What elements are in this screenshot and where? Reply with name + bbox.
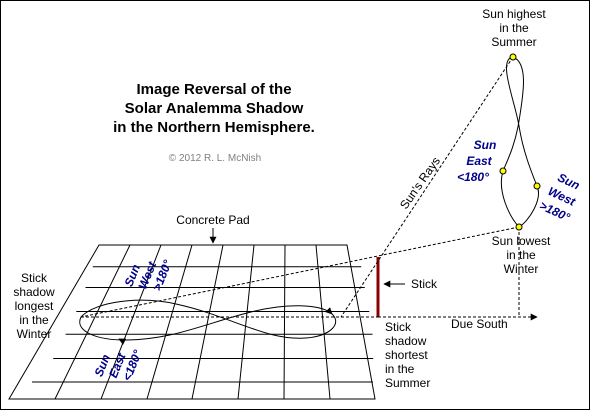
sky-east-line: <180°	[457, 170, 489, 184]
pad-grid-col	[100, 244, 162, 400]
sky-east-line: East	[466, 154, 492, 168]
stick-label: Stick	[411, 277, 438, 291]
shadow-longest-line: in the	[19, 313, 49, 327]
shadow-shortest-line: Stick	[385, 320, 412, 334]
title-line-3: in the Northern Hemisphere.	[113, 119, 315, 136]
due-south-label: Due South	[451, 317, 508, 331]
pad-grid-col	[237, 244, 255, 400]
pad-grid-col	[54, 244, 131, 400]
pad-grid-col	[315, 244, 331, 400]
title-line-1: Image Reversal of the	[136, 81, 291, 98]
sky-east-line: Sun	[474, 138, 497, 152]
shadow-longest-line: shadow	[13, 285, 55, 299]
shadow-longest-line: Winter	[17, 327, 52, 341]
sky-analemma	[501, 56, 539, 228]
sun-highest-line: Sun highest	[482, 7, 546, 21]
sun-highest-line: Summer	[491, 35, 536, 49]
sky-west-label: Sun West >180°	[537, 170, 582, 224]
sun-lowest-line: Winter	[504, 262, 539, 276]
ray-winter	[80, 226, 520, 318]
pad-outline	[8, 244, 376, 400]
copyright: © 2012 R. L. McNish	[169, 153, 261, 164]
shadow-longest-label: Stick shadow longest in the Winter	[13, 271, 55, 341]
shadow-shortest-label: Stick shadow shortest in the Summer	[385, 320, 430, 390]
ray-summer	[340, 56, 514, 318]
title-block: Image Reversal of the Solar Analemma Sha…	[113, 81, 315, 164]
shadow-shortest-line: in the	[385, 362, 415, 376]
title-line-2: Solar Analemma Shadow	[125, 100, 304, 117]
sun-highest-label: Sun highest in the Summer	[482, 7, 546, 49]
shadow-longest-line: Stick	[21, 271, 48, 285]
sun-lowest-line: in the	[506, 248, 536, 262]
sun-rays	[80, 56, 520, 318]
sun-lowest-label: Sun lowest in the Winter	[492, 234, 551, 276]
shadow-shortest-line: Summer	[385, 376, 430, 390]
shadow-shortest-line: shortest	[385, 348, 428, 362]
pad-west-label: Sun West >180°	[122, 258, 175, 293]
shadow-shortest-line: shadow	[385, 334, 427, 348]
sun-dot-winter	[515, 223, 523, 231]
pad-grid-col	[283, 244, 286, 400]
sun-dot-summer	[509, 53, 517, 61]
pad-grid-col	[191, 244, 224, 400]
sun-lowest-line: Sun lowest	[492, 234, 551, 248]
shadow-longest-line: longest	[15, 299, 54, 313]
sun-dot-east	[499, 167, 507, 175]
sky-east-label: Sun East <180°	[457, 138, 496, 184]
concrete-pad-label: Concrete Pad	[176, 213, 249, 227]
sun-highest-line: in the	[499, 21, 529, 35]
shadow-arrow-summer	[325, 307, 333, 315]
shadow-arrow-winter	[118, 338, 127, 345]
concrete-pad	[8, 244, 376, 400]
pad-east-label: Sun East <180°	[92, 348, 145, 383]
suns-rays-label: Sun's Rays	[397, 154, 443, 211]
sun-dot-west	[533, 182, 541, 190]
pad-grid-col	[146, 244, 193, 400]
